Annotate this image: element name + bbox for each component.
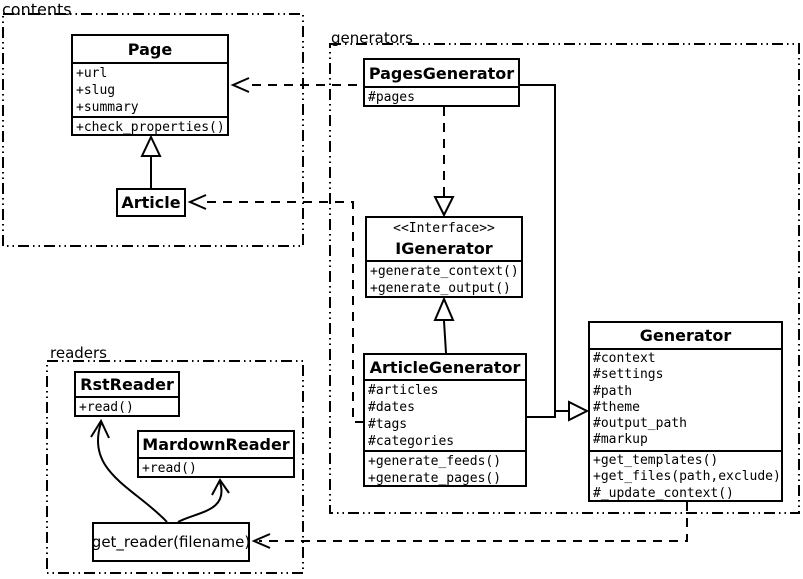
getreader-to-mardownreader-arrow-curve (177, 481, 223, 523)
attribute: #articles (368, 383, 439, 398)
getreader-to-rstreader-arrowhead (90, 418, 110, 439)
class-articlegenerator-methods: +generate_feeds() +generate_pages() (365, 450, 525, 486)
interface-stereotype: <<Interface>> (393, 221, 495, 236)
class-page: Page +url +slug +summary +check_properti… (71, 34, 229, 136)
method: +read() (79, 400, 134, 415)
attribute: +url (76, 66, 108, 81)
contents-package-label: contents (2, 0, 72, 19)
interface-igenerator-methods: +generate_context() +generate_output() (367, 260, 521, 296)
class-pagesgenerator-title: PagesGenerator (368, 63, 515, 83)
articlegenerator-to-igenerator-generalization-line (443, 320, 447, 354)
pagesgenerator-to-igenerator-realization-triangle (433, 196, 455, 218)
class-generator-attributes: #context #settings #path #theme #output_… (590, 348, 781, 450)
class-pagesgenerator-attributes: #pages (365, 86, 518, 105)
articlegenerator-to-igenerator-generalization-triangle (433, 296, 455, 321)
class-rstreader-title: RstReader (80, 375, 174, 394)
attribute: #context (593, 351, 656, 366)
attribute: #path (593, 383, 633, 399)
class-page-attributes: +url +slug +summary (73, 62, 227, 116)
pagesgenerator-to-page-dependency-arrowhead (230, 77, 250, 93)
class-articlegenerator-attributes: #articles #dates #tags #categories (365, 379, 525, 450)
class-page-title: Page (127, 39, 173, 59)
generator-generalization-triangle (568, 400, 590, 422)
class-generator: Generator #context #settings #path #them… (588, 321, 783, 502)
method: +generate_context() (370, 264, 519, 279)
class-article: Article (116, 188, 186, 217)
class-mardownreader-methods: +read() (139, 457, 293, 476)
class-article-title: Article (121, 193, 181, 212)
class-articlegenerator: ArticleGenerator #articles #dates #tags … (363, 353, 527, 487)
attribute: +slug (76, 83, 116, 98)
method: +read() (142, 461, 197, 476)
method: +generate_pages() (368, 471, 502, 486)
class-articlegenerator-title: ArticleGenerator (369, 357, 521, 377)
generator-to-getreader-dependency-arrowhead (251, 533, 271, 549)
class-generator-methods: +get_templates() +get_files(path,exclude… (590, 450, 781, 501)
node-get-reader-label: get_reader(filename) (92, 533, 250, 551)
interface-igenerator-header: <<Interface>> IGenerator (367, 218, 521, 260)
generators-package-label: generators (331, 29, 413, 47)
generators-to-generator-generalization-line (520, 84, 556, 418)
articlegenerator-to-article-dependency-line (207, 201, 363, 423)
attribute: +summary (76, 100, 139, 115)
method: +generate_feeds() (368, 454, 502, 469)
generator-to-getreader-dependency-line (259, 502, 688, 542)
generators-package-border (329, 43, 800, 514)
method: +generate_output() (370, 281, 511, 296)
interface-igenerator-title: IGenerator (395, 239, 493, 258)
attribute: #theme (593, 399, 640, 415)
class-rstreader: RstReader +read() (74, 371, 180, 417)
attribute: #output_path (593, 416, 687, 432)
method: +get_templates() (593, 453, 719, 468)
class-pagesgenerator: PagesGenerator #pages (363, 58, 520, 107)
class-mardownreader: MardownReader +read() (137, 430, 295, 478)
contents-package-border (2, 13, 304, 247)
attribute: #pages (368, 90, 415, 105)
class-page-methods: +check_properties() (73, 116, 227, 135)
class-mardownreader-title: MardownReader (142, 435, 290, 454)
getreader-to-mardownreader-arrowhead (211, 478, 230, 496)
method: +get_files(path,exclude) (593, 469, 781, 485)
article-to-page-generalization-triangle (140, 134, 162, 157)
attribute: #tags (368, 417, 408, 432)
getreader-to-rstreader-arrow-curve (96, 422, 168, 523)
interface-igenerator: <<Interface>> IGenerator +generate_conte… (365, 216, 523, 298)
method: #_update_context() (593, 485, 734, 501)
class-rstreader-methods: +read() (76, 396, 178, 415)
method: +check_properties() (76, 120, 225, 135)
attribute: #settings (593, 367, 664, 383)
readers-package-label: readers (50, 344, 107, 362)
articlegenerator-to-article-dependency-arrowhead (187, 194, 207, 210)
attribute: #categories (368, 434, 455, 449)
attribute: #dates (368, 400, 415, 415)
attribute: #markup (593, 432, 648, 448)
class-generator-title: Generator (639, 326, 732, 345)
node-get-reader: get_reader(filename) (92, 522, 250, 562)
